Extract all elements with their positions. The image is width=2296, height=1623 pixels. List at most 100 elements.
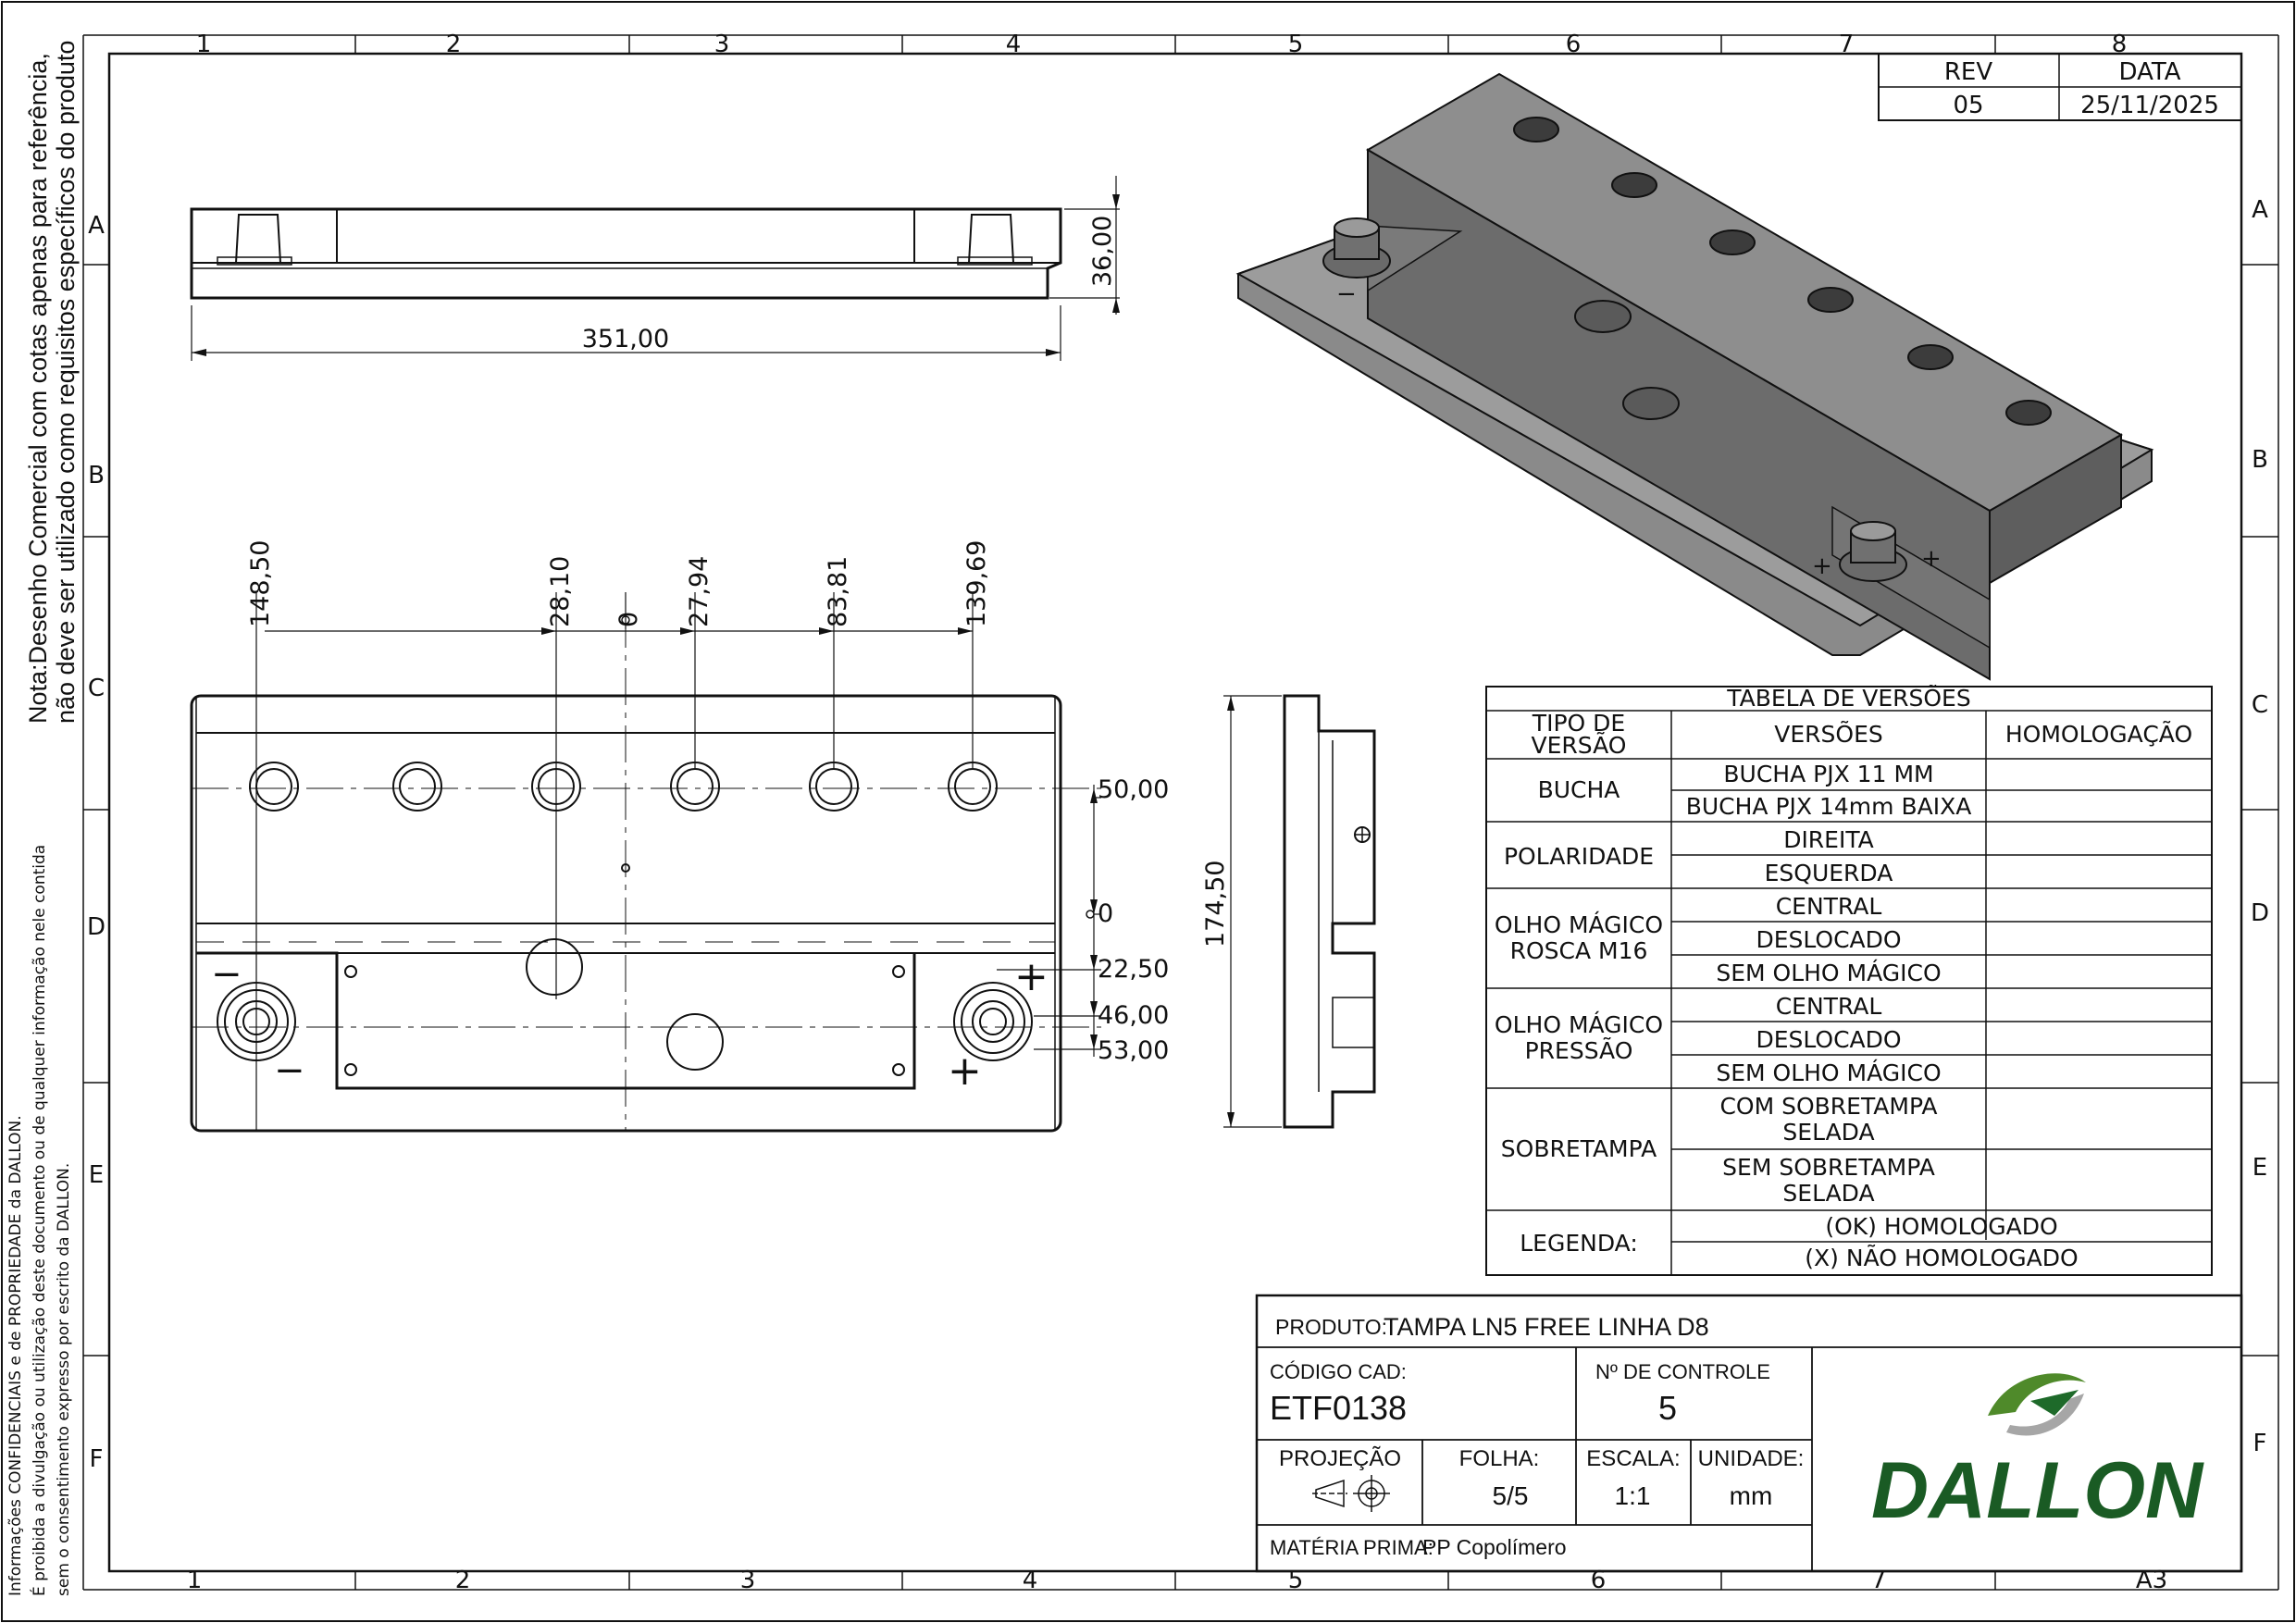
grid-col-2-bottom: 2	[455, 1567, 471, 1594]
control-value: 5	[1658, 1389, 1677, 1427]
grid-row-a-right: A	[2252, 196, 2268, 224]
grid-col-4-top: 4	[1006, 31, 1022, 58]
dim-v-0: 0	[1098, 899, 1113, 928]
logo-text: DALLON	[1871, 1446, 2204, 1535]
sheet-label: FOLHA:	[1459, 1446, 1540, 1471]
grid-row-b-right: B	[2252, 446, 2268, 474]
date-value: 25/11/2025	[2080, 92, 2219, 119]
title-block: PRODUTO: TAMPA LN5 FREE LINHA D8 CÓDIGO …	[1255, 1294, 2243, 1573]
iso-plus-sign-right: +	[1921, 545, 1942, 573]
top-minus-sign-1: −	[211, 953, 242, 996]
grid-row-f-left: F	[90, 1445, 104, 1473]
grid-col-5-bottom: 5	[1288, 1567, 1304, 1594]
group-olho-m16-line1: OLHO MÁGICO	[1495, 911, 1663, 938]
dim-h-27-94: 27,94	[685, 556, 714, 627]
version-m16-deslocado: DESLOCADO	[1756, 926, 1901, 953]
grid-col-3-top: 3	[714, 31, 730, 58]
group-bucha: BUCHA	[1538, 776, 1620, 803]
grid-row-a-left: A	[88, 212, 105, 240]
iso-terminal-negative	[1322, 217, 1391, 279]
grid-row-c-left: C	[88, 675, 105, 702]
side-notes: Nota:Desenho Comercial com cotas apenas …	[6, 41, 80, 1596]
group-olho-pressao-line1: OLHO MÁGICO	[1495, 1011, 1663, 1038]
head-type-line1: TIPO DE	[1532, 710, 1625, 737]
dim-h-148-50: 148,50	[246, 540, 275, 627]
version-direita: DIREITA	[1783, 826, 1874, 853]
grid-row-e-left: E	[89, 1161, 104, 1189]
dallon-logo: DALLON	[1871, 1373, 2204, 1535]
version-pressao-sem: SEM OLHO MÁGICO	[1716, 1059, 1941, 1086]
version-com-sobretampa-line1: COM SOBRETAMPA	[1719, 1093, 1937, 1120]
legend-label: LEGENDA:	[1520, 1230, 1638, 1257]
dim-h-83-81: 83,81	[824, 556, 852, 627]
product-value: TAMPA LN5 FREE LINHA D8	[1384, 1313, 1709, 1341]
dim-v-46-00: 46,00	[1098, 1001, 1169, 1030]
version-pressao-central: CENTRAL	[1776, 993, 1882, 1020]
version-com-sobretampa-line2: SELADA	[1782, 1119, 1874, 1146]
dim-side-height: 36,00	[1088, 216, 1117, 287]
top-minus-sign-2: −	[274, 1049, 305, 1092]
head-versions: VERSÕES	[1774, 720, 1882, 748]
grid-row-d-left: D	[87, 913, 105, 941]
legend-x: (X) NÃO HOMOLOGADO	[1805, 1244, 2078, 1271]
scale-value: 1:1	[1615, 1481, 1651, 1510]
version-pressao-deslocado: DESLOCADO	[1756, 1026, 1901, 1053]
grid-col-7-top: 7	[1839, 31, 1855, 58]
grid-col-6-bottom: 6	[1591, 1567, 1607, 1594]
dim-h-0: 0	[614, 612, 643, 627]
version-m16-central: CENTRAL	[1776, 893, 1882, 920]
confidential-note-line2: É proibida a divulgação ou utilização de…	[29, 845, 49, 1596]
iso-terminal-positive	[1839, 521, 1907, 582]
grid-row-d-right: D	[2251, 899, 2269, 927]
grid-row-b-left: B	[88, 462, 105, 489]
sheet-value: 5/5	[1493, 1481, 1529, 1510]
versions-table: TABELA DE VERSÕES TIPO DE VERSÃO VERSÕES…	[1485, 684, 2213, 1276]
dim-v-53-00: 53,00	[1098, 1036, 1169, 1065]
dim-h-139-69: 139,69	[962, 540, 991, 627]
commercial-note-line1: Nota:Desenho Comercial com cotas apenas …	[24, 53, 52, 724]
projection-label: PROJEÇÃO	[1279, 1446, 1401, 1471]
isometric-view: − + +	[1235, 72, 2154, 681]
iso-minus-sign: −	[1336, 280, 1357, 308]
group-polaridade: POLARIDADE	[1504, 843, 1654, 870]
grid-col-6-top: 6	[1566, 31, 1582, 58]
control-label: Nº DE CONTROLE	[1595, 1360, 1770, 1383]
date-header: DATA	[2119, 58, 2181, 86]
grid-col-1-bottom: 1	[187, 1567, 203, 1594]
dim-v-22-50: 22,50	[1098, 955, 1169, 984]
version-m16-sem: SEM OLHO MÁGICO	[1716, 960, 1941, 986]
version-sem-sobretampa-line2: SELADA	[1782, 1180, 1874, 1207]
group-olho-m16-line2: ROSCA M16	[1510, 937, 1648, 964]
scale-label: ESCALA:	[1586, 1446, 1680, 1471]
commercial-note-line2: não deve ser utilizado como requisitos e…	[52, 41, 80, 724]
end-view: 174,50	[1201, 694, 1376, 1129]
grid-col-1-top: 1	[196, 31, 212, 58]
versions-table-title: TABELA DE VERSÕES	[1726, 684, 1970, 712]
dim-end-width: 174,50	[1201, 861, 1230, 948]
dim-side-length: 351,00	[582, 325, 669, 353]
unit-value: mm	[1730, 1481, 1773, 1510]
grid-col-5-top: 5	[1288, 31, 1304, 58]
grid-col-8-top: 8	[2112, 31, 2128, 58]
material-value: PP Copolímero	[1422, 1535, 1567, 1559]
version-esquerda: ESQUERDA	[1765, 860, 1893, 886]
top-plus-sign-1: +	[1014, 953, 1049, 1000]
version-sem-sobretampa-line1: SEM SOBRETAMPA	[1722, 1154, 1935, 1181]
grid-row-c-right: C	[2252, 691, 2268, 719]
dim-v-50-00: 50,00	[1098, 775, 1169, 804]
head-type-line2: VERSÃO	[1532, 731, 1627, 759]
revision-table: REV DATA 05 25/11/2025	[1878, 53, 2242, 121]
product-label: PRODUTO:	[1275, 1315, 1387, 1339]
cad-label: CÓDIGO CAD:	[1270, 1360, 1407, 1383]
grid-col-7-bottom: 7	[1871, 1567, 1887, 1594]
unit-label: UNIDADE:	[1698, 1446, 1805, 1471]
projection-symbol-icon	[1312, 1475, 1390, 1512]
grid-row-f-right: F	[2253, 1430, 2267, 1457]
rev-header: REV	[1944, 58, 1992, 86]
group-sobretampa: SOBRETAMPA	[1501, 1135, 1657, 1162]
iso-plus-sign-left: +	[1812, 552, 1832, 580]
material-label: MATÉRIA PRIMA:	[1270, 1536, 1433, 1559]
top-plus-sign-2: +	[948, 1047, 982, 1095]
